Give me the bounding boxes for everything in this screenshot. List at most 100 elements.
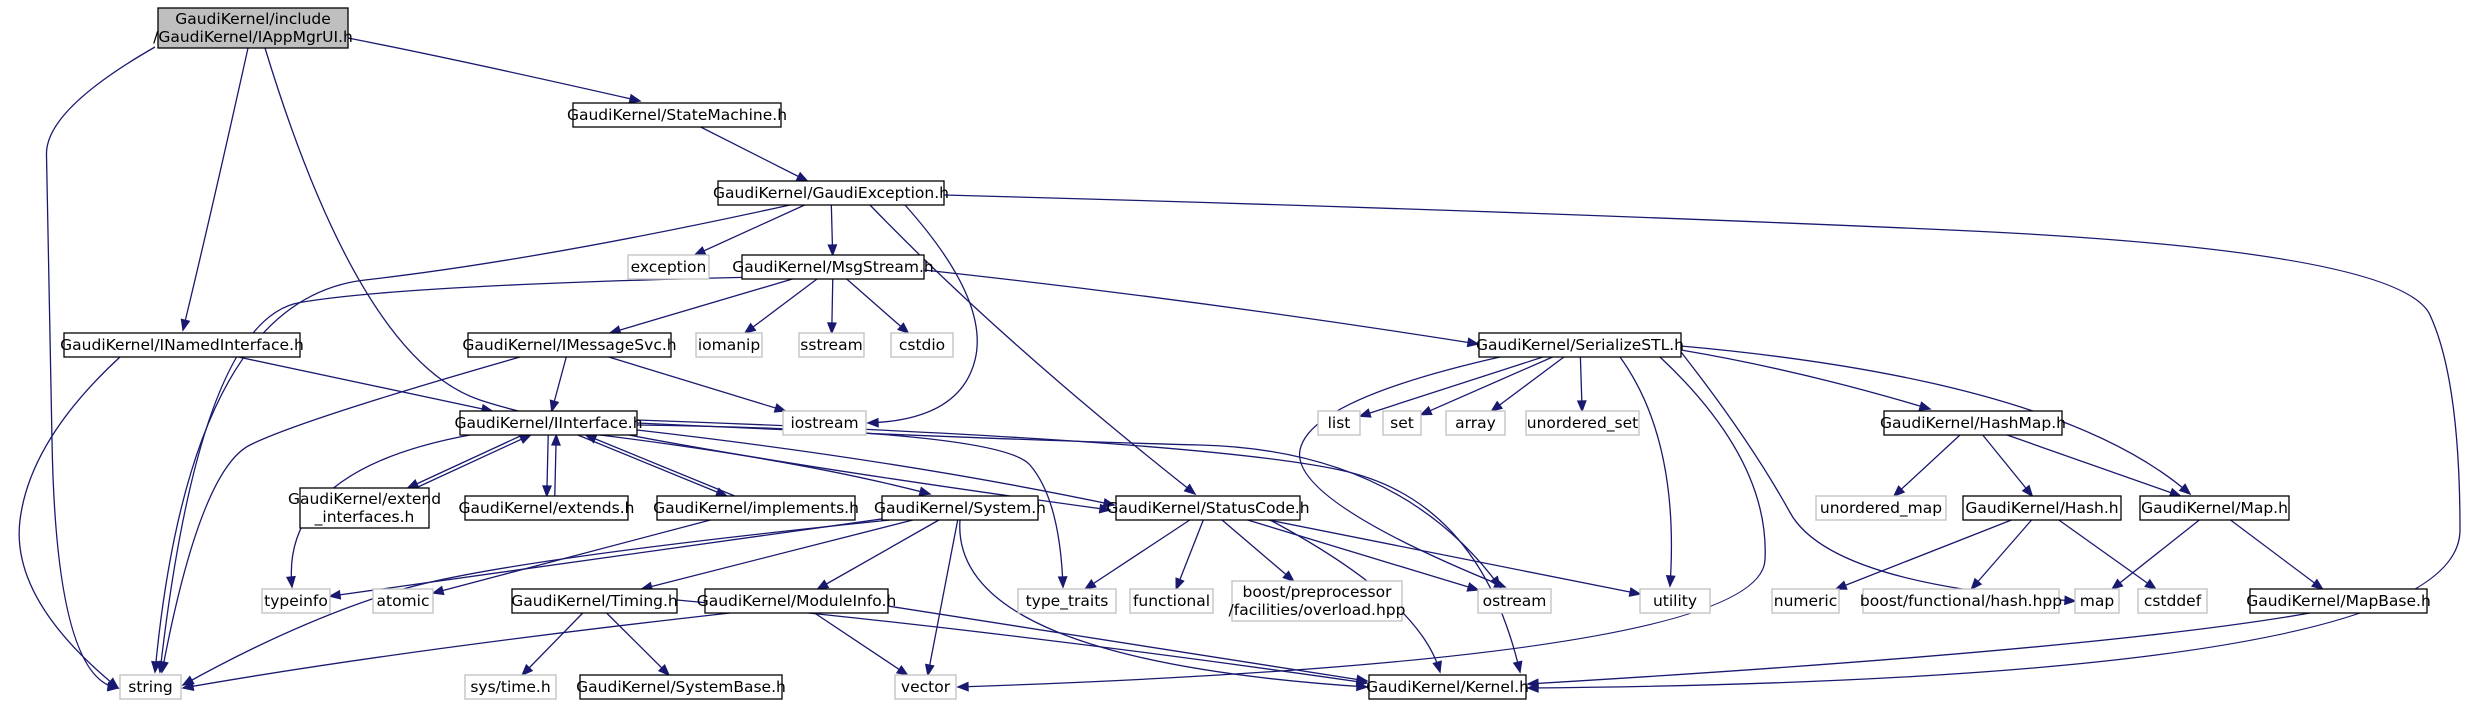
header-file-node[interactable]: GaudiKernel/StateMachine.h (567, 102, 787, 128)
arrowhead (1358, 408, 1372, 418)
edge-n2-to-n4 (827, 204, 838, 257)
header-file-node[interactable]: GaudiKernel/IMessageSvc.h (462, 332, 677, 358)
edge-n4-to-n6 (608, 278, 793, 335)
node-label: GaudiKernel/Map.h (2141, 499, 2288, 517)
header-file-node[interactable]: GaudiKernel/Kernel.h (1366, 674, 1529, 700)
arrowhead (1526, 678, 1539, 689)
edge-n4-to-n7 (743, 278, 818, 335)
node-label: vector (901, 678, 951, 696)
edge-n5-to-n12 (238, 356, 494, 414)
node-label: GaudiKernel/implements.h (653, 499, 859, 517)
edge-n20-to-n12 (584, 434, 735, 497)
arrowhead (181, 681, 195, 692)
arrowhead (1098, 503, 1112, 514)
edge-n10-to-n13 (1358, 356, 1544, 418)
edge-n17-to-n23 (1892, 434, 1961, 498)
system-header-node: functional (1129, 588, 1214, 614)
node-box (695, 332, 763, 358)
node-label: map (2080, 592, 2114, 610)
header-file-node[interactable]: GaudiKernel/Timing.h (511, 588, 678, 614)
edge-n0-to-n40 (45, 46, 156, 692)
node-label: cstdio (899, 336, 945, 354)
node-label: list (1328, 414, 1351, 432)
header-file-node[interactable]: GaudiKernel/INamedInterface.h (60, 332, 304, 358)
header-file-node[interactable]: GaudiKernel/MsgStream.h (732, 254, 934, 280)
arrowhead (2110, 578, 2124, 591)
arrowhead (1419, 405, 1433, 416)
node-box (299, 487, 430, 529)
node-label: GaudiKernel/SystemBase.h (576, 678, 786, 696)
edge-n20-to-n27 (431, 519, 711, 596)
node-label: GaudiKernel/GaudiException.h (713, 184, 949, 202)
system-header-node: ostream (1477, 588, 1552, 614)
edge-n12-to-n22 (636, 429, 1116, 508)
header-file-node[interactable]: GaudiKernel/HashMap.h (1880, 410, 2066, 436)
system-header-node: type_traits (1017, 588, 1117, 614)
arrowhead (628, 93, 642, 104)
node-label: array (1455, 414, 1496, 432)
header-file-node[interactable]: GaudiKernel/SerializeSTL.h (1476, 332, 1684, 358)
system-header-node: sstream (798, 332, 865, 358)
header-file-node[interactable]: GaudiKernel/Hash.h (1962, 495, 2122, 521)
edge-n2-to-n22 (869, 204, 1197, 496)
system-header-node: unordered_map (1815, 495, 1947, 521)
node-label: GaudiKernel/StateMachine.h (567, 106, 787, 124)
edge-n22-to-n34 (1268, 519, 1642, 597)
arrowhead (106, 677, 120, 690)
header-file-node[interactable]: GaudiKernel/SystemBase.h (576, 674, 786, 700)
node-label: GaudiKernel/Hash.h (1965, 499, 2118, 517)
system-header-node: atomic (372, 588, 434, 614)
node-label: GaudiKernel/extends.h (459, 499, 635, 517)
node-label: ostream (1483, 592, 1547, 610)
node-box (894, 674, 957, 700)
arrowhead (826, 322, 837, 335)
edge-n0-to-n5 (180, 47, 249, 332)
arrowhead (1918, 401, 1932, 411)
header-file-node[interactable]: GaudiKernel/ModuleInfo.h (697, 588, 897, 614)
header-file-node[interactable]: GaudiKernel/Map.h (2139, 495, 2290, 521)
header-file-node[interactable]: GaudiKernel/MapBase.h (2246, 588, 2431, 614)
edge-n25-to-n39 (2230, 519, 2324, 591)
system-header-node: boost/functional/hash.hpp (1860, 588, 2062, 614)
node-label: GaudiKernel/MapBase.h (2246, 592, 2431, 610)
node-label: sstream (800, 336, 862, 354)
node-box (1445, 410, 1506, 436)
header-file-node[interactable]: GaudiKernel/GaudiException.h (713, 180, 949, 206)
edge-n25-to-n37 (2110, 519, 2200, 591)
node-box (704, 588, 889, 614)
node-box (1639, 588, 1711, 614)
edge-n6-to-n11 (608, 356, 787, 413)
header-file-node[interactable]: GaudiKernel/System.h (874, 495, 1046, 521)
edge-n4-to-n9 (846, 278, 910, 335)
edge-n12-to-n20 (577, 434, 729, 497)
edge-n10-to-n14 (1419, 356, 1553, 416)
system-header-node: numeric (1771, 588, 1840, 614)
header-file-node[interactable]: GaudiKernel/extend_interfaces.h (288, 487, 441, 529)
header-file-node[interactable]: GaudiKernel/IInterface.h (454, 410, 643, 436)
node-box (782, 410, 867, 436)
arrowhead (180, 318, 191, 332)
node-box (579, 674, 783, 700)
edge-n1-to-n2 (700, 126, 809, 182)
node-box (1115, 495, 1301, 521)
arrowhead (743, 322, 757, 335)
system-header-node: cstddef (2137, 588, 2208, 614)
node-box (656, 495, 856, 521)
node-box (741, 254, 925, 280)
node-box (467, 332, 672, 358)
header-file-node[interactable]: GaudiKernel/StatusCode.h (1106, 495, 1310, 521)
node-box (1317, 410, 1361, 436)
node-box (798, 332, 865, 358)
root-file-node[interactable]: GaudiKernel/include/GaudiKernel/IAppMgrU… (153, 7, 353, 49)
header-file-node[interactable]: GaudiKernel/implements.h (653, 495, 859, 521)
system-header-node: map (2074, 588, 2120, 614)
edge-n10-to-n37 (1680, 351, 2077, 606)
node-label: typeinfo (264, 592, 328, 610)
system-header-node: exception (627, 254, 710, 280)
edge-n12-to-n21 (599, 434, 932, 497)
edge-n19-to-n12 (551, 433, 561, 497)
header-file-node[interactable]: GaudiKernel/extends.h (459, 495, 635, 521)
arrowhead (1512, 660, 1523, 674)
node-box (464, 674, 557, 700)
edge-n17-to-n24 (1982, 434, 2034, 498)
